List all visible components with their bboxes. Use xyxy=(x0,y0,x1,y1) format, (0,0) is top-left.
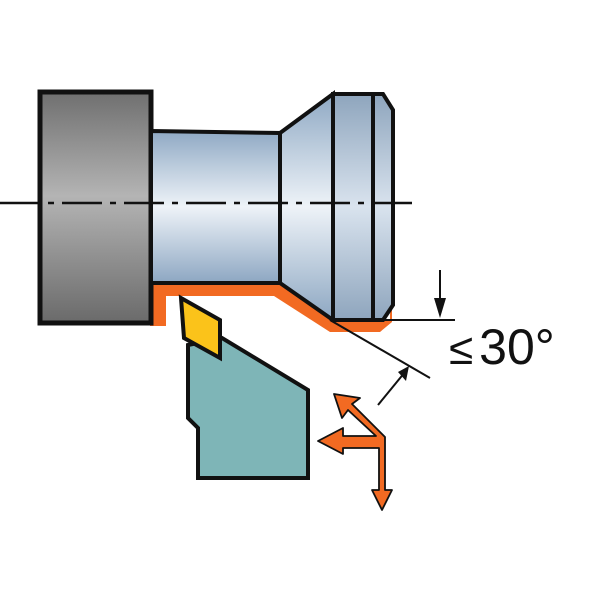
workpiece-end-chamfer xyxy=(371,92,395,322)
chuck-jaw xyxy=(37,89,154,326)
depth-arrow-icon xyxy=(434,270,446,318)
workpiece-cylinder xyxy=(149,128,282,285)
cutting-insert xyxy=(178,294,222,362)
feed-direction-arrows-icon xyxy=(317,393,393,511)
workpiece-taper xyxy=(278,90,335,324)
angle-operator: ≤ xyxy=(449,325,474,374)
angle-label: ≤30° xyxy=(449,322,555,372)
angle-line xyxy=(329,319,431,379)
angle-value: 30° xyxy=(479,319,555,375)
tool-holder xyxy=(186,335,310,480)
angle-arrow-icon xyxy=(377,366,409,406)
workpiece-collar xyxy=(331,92,375,322)
